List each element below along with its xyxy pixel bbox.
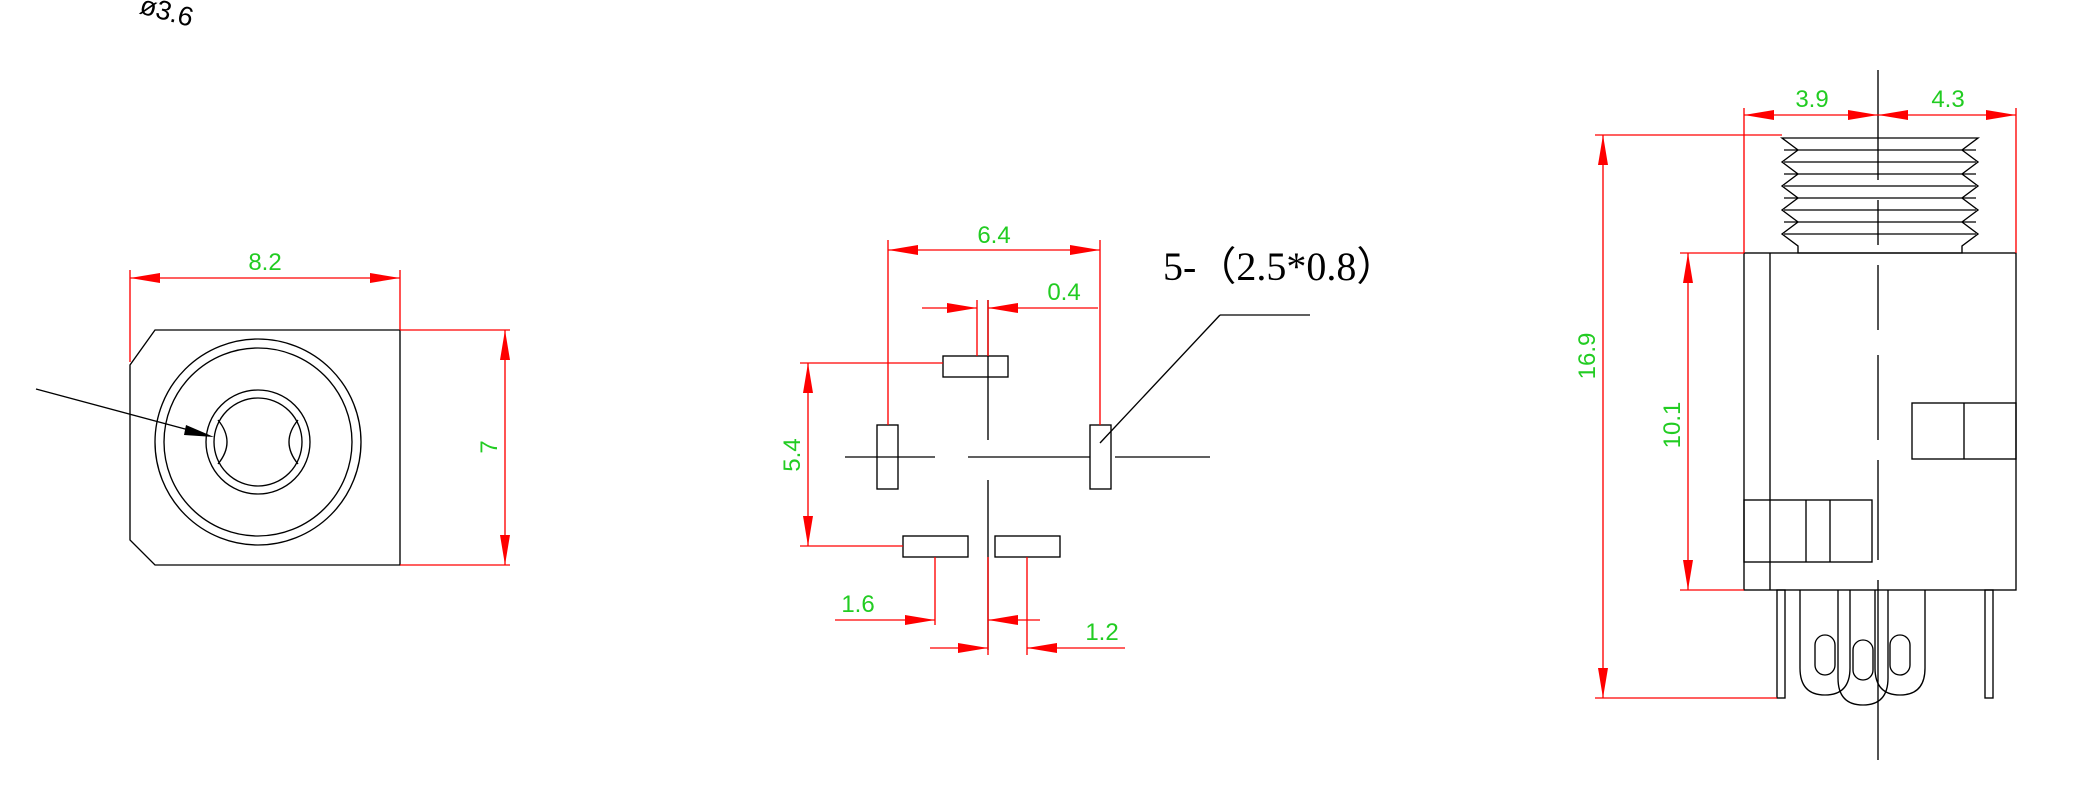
fp-pitchx-arrow-left	[888, 245, 918, 255]
fp-pinw-arrow-right	[988, 303, 1018, 313]
side-view: 3.9 4.3 16.9 10.1	[1574, 70, 2017, 760]
side-thread-arrow-4	[1986, 110, 2016, 120]
fp-offl-arrow-left	[905, 615, 935, 625]
fp-offl-label: 1.6	[841, 591, 874, 618]
fp-pinw-label: 0.4	[1047, 279, 1080, 306]
fp-pitchy-arrow-top	[803, 363, 813, 393]
front-inner-ring	[163, 347, 353, 537]
side-lug-2	[1837, 590, 1889, 706]
front-view: 8.2 7 ø3.6	[35, 0, 510, 566]
front-contact-arc-left	[217, 419, 228, 465]
front-width-label: 8.2	[248, 249, 281, 276]
fp-offr-arrow-right	[1027, 643, 1057, 653]
fp-pitchy-arrow-bottom	[803, 516, 813, 546]
front-hole-outer	[205, 389, 311, 495]
side-total-label: 16.9	[1574, 333, 1601, 380]
side-body-label: 10.1	[1659, 402, 1686, 449]
side-pin-left	[1776, 589, 1786, 699]
side-lug-3	[1874, 590, 1926, 696]
footprint-view: 6.4 0.4 5.4 1.6 1.2 5-（2.	[779, 222, 1396, 655]
side-total-arrow-top	[1598, 135, 1608, 165]
side-thread-arrow-2	[1848, 110, 1878, 120]
fp-pitchx-label: 6.4	[977, 222, 1010, 249]
front-height-label: 7	[476, 440, 503, 453]
hole-dia-label: ø3.6	[137, 0, 197, 33]
side-body-arrow-bottom	[1683, 560, 1693, 590]
side-thread-arrow-1	[1744, 110, 1774, 120]
fp-offl-arrow-right	[988, 615, 1018, 625]
pad-note-label: 5-（2.5*0.8）	[1163, 244, 1396, 289]
fp-pitchy-label: 5.4	[779, 438, 806, 471]
hole-leader-line	[35, 388, 201, 434]
side-total-arrow-bottom	[1598, 668, 1608, 698]
side-lug-slot-2	[1852, 639, 1874, 681]
fp-pitchx-arrow-right	[1070, 245, 1100, 255]
front-height-arrow-top	[500, 330, 510, 360]
front-body-outline	[129, 329, 401, 566]
fp-offr-label: 1.2	[1085, 619, 1118, 646]
side-body-arrow-top	[1683, 253, 1693, 283]
side-lug-slot-3	[1889, 634, 1911, 676]
front-hole-inner	[213, 397, 303, 487]
pad-top	[942, 355, 1009, 378]
front-height-arrow-bottom	[500, 535, 510, 565]
side-tab-left	[1743, 499, 1873, 563]
hole-leader-arrow	[184, 425, 214, 437]
side-lug-1	[1799, 590, 1851, 696]
fp-pinw-arrow-left	[947, 303, 977, 313]
front-outer-ring	[154, 338, 362, 546]
side-lug-slot-1	[1814, 634, 1836, 676]
front-contact-arc-right	[288, 419, 299, 465]
pad-bottom-left	[902, 535, 969, 558]
pad-note-leader	[1099, 314, 1221, 444]
side-pin-right	[1984, 589, 1994, 699]
side-body	[1743, 252, 2017, 591]
side-thread-right-label: 4.3	[1931, 86, 1964, 113]
side-thread-arrow-3	[1878, 110, 1908, 120]
front-width-arrow-right	[370, 273, 400, 283]
front-width-arrow-left	[130, 273, 160, 283]
fp-offr-arrow-left	[958, 643, 988, 653]
pad-bottom-right	[994, 535, 1061, 558]
side-thread-left-label: 3.9	[1795, 86, 1828, 113]
side-thread	[1779, 137, 1981, 254]
